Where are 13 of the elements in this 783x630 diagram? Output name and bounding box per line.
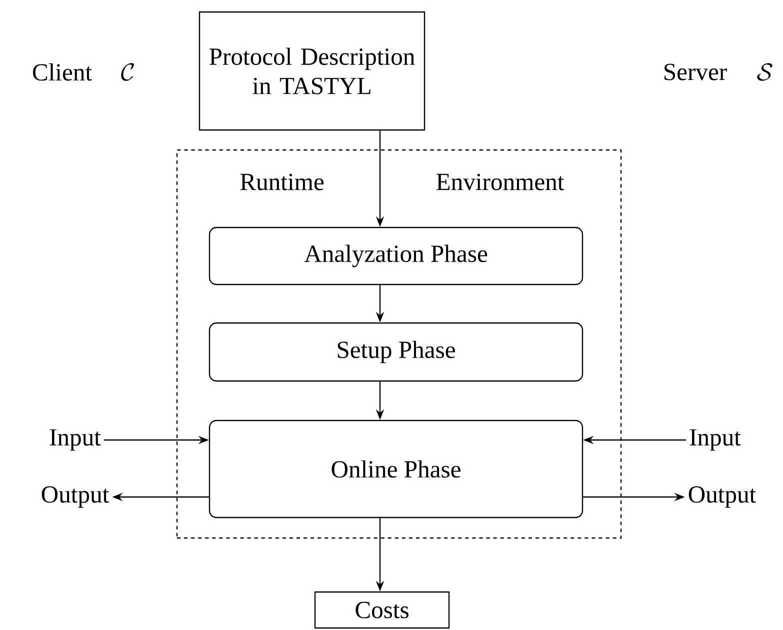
- side-label: Server: [664, 64, 727, 80]
- phase-box: Setup Phase: [208, 322, 584, 382]
- io-label: Input: [690, 429, 741, 451]
- phase-box: Analyzation Phase: [208, 226, 584, 286]
- side-label: Client: [32, 63, 92, 81]
- io-label: Output: [42, 486, 110, 508]
- io-label: Input: [50, 429, 101, 451]
- process-box: Costs: [314, 591, 450, 629]
- side-label: $\mathcal{C}$: [121, 63, 134, 81]
- process-box: Protocol Description in TASTYL: [198, 11, 426, 131]
- io-label: Output: [688, 486, 756, 508]
- phase-box: Online Phase: [208, 420, 584, 518]
- side-label: $\mathcal{S}$: [757, 63, 772, 81]
